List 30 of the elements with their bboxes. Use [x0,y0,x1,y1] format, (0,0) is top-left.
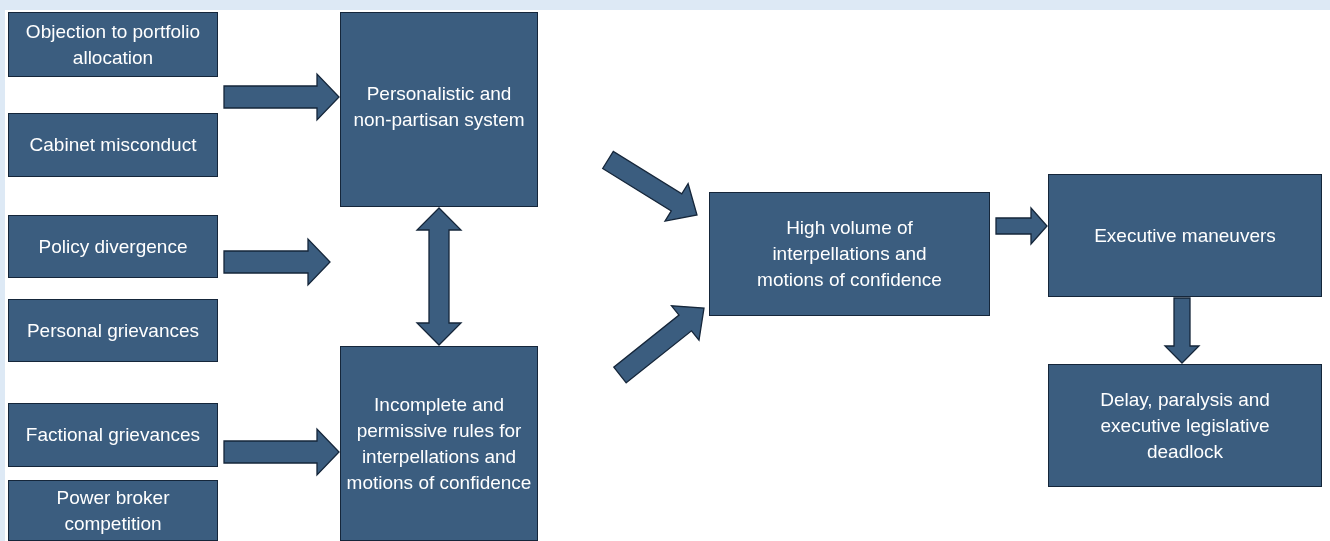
block-arrow [1163,297,1201,364]
box-text: Cabinet misconduct [29,133,197,157]
box-text: High volume of interpellations and motions of confidence [756,216,943,292]
box-text: Factional grievances [25,423,201,447]
box-text: Personalistic and non-partisan system [352,82,526,132]
process-box [709,192,990,316]
process-box [1048,174,1322,297]
block-arrow [415,207,463,346]
block-arrow [601,150,698,222]
process-box [8,403,218,467]
block-arrow [223,427,340,477]
box-text: Incomplete and permissive rules for interpellations and motions of confidence [345,392,533,495]
box-text: Policy divergence [38,234,188,259]
block-arrow [223,72,340,122]
box-text: Delay, paralysis and executive legislative deadlock [1099,387,1271,464]
box-text: Power broker competition [55,485,171,536]
process-box [8,299,218,362]
process-box [1048,364,1322,487]
box-text: Objection to portfolio allocation [24,19,202,70]
process-box [8,12,218,77]
box-text: Executive maneuvers [1094,223,1276,248]
process-box [340,346,538,541]
block-arrow [223,237,331,287]
block-arrow [612,305,705,384]
box-text: Personal grievances [26,318,200,343]
block-arrow [995,206,1048,246]
process-box [8,480,218,541]
process-box [340,12,538,207]
process-box [8,215,218,278]
process-box [8,113,218,177]
